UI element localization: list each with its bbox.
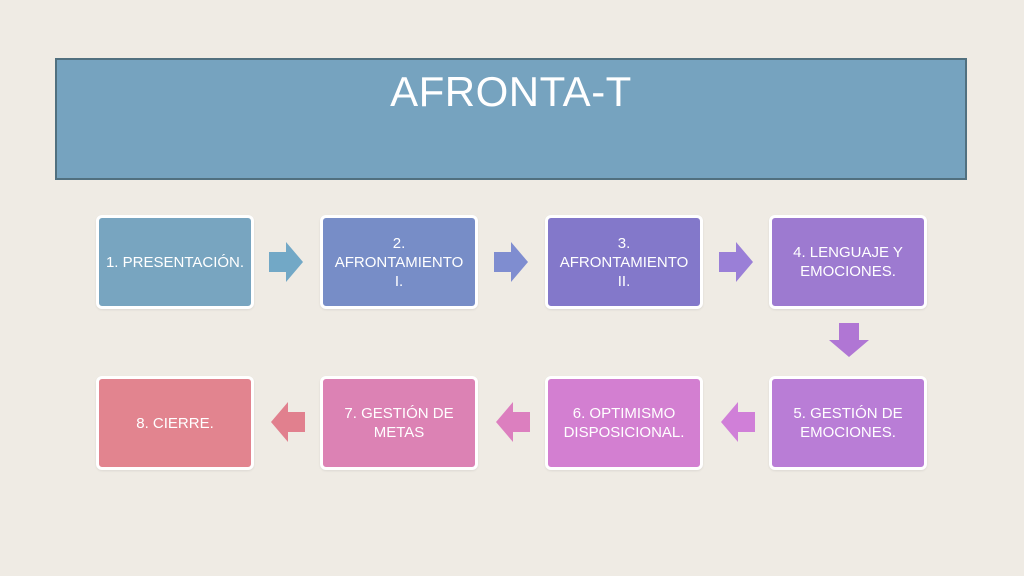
arrow-right-icon (269, 242, 303, 282)
step-8-box: 8. CIERRE. (96, 376, 254, 470)
step-6-label: 6. OPTIMISMO DISPOSICIONAL. (563, 405, 685, 441)
step-2-box: 2. AFRONTAMIENTO I. (320, 215, 478, 309)
arrow-left-icon (496, 402, 530, 442)
step-3-box: 3. AFRONTAMIENTO II. (545, 215, 703, 309)
step-1-label: 1. PRESENTACIÓN. (105, 253, 245, 271)
step-1-box: 1. PRESENTACIÓN. (96, 215, 254, 309)
arrow-left-icon (271, 402, 305, 442)
title-banner: AFRONTA-T (55, 58, 967, 180)
arrow-right-icon (494, 242, 528, 282)
step-5-box: 5. GESTIÓN DE EMOCIONES. (769, 376, 927, 470)
step-5-label: 5. GESTIÓN DE EMOCIONES. (793, 405, 903, 441)
step-4-box: 4. LENGUAJE Y EMOCIONES. (769, 215, 927, 309)
step-7-box: 7. GESTIÓN DE METAS (320, 376, 478, 470)
step-3-label: 3. AFRONTAMIENTO II. (559, 234, 689, 290)
step-2-label: 2. AFRONTAMIENTO I. (334, 234, 464, 290)
arrow-left-icon (721, 402, 755, 442)
step-8-label: 8. CIERRE. (136, 414, 214, 432)
step-4-label: 4. LENGUAJE Y EMOCIONES. (793, 244, 903, 280)
step-6-box: 6. OPTIMISMO DISPOSICIONAL. (545, 376, 703, 470)
arrow-right-icon (719, 242, 753, 282)
page-title: AFRONTA-T (390, 68, 632, 115)
step-7-label: 7. GESTIÓN DE METAS (344, 405, 454, 441)
arrow-down-icon (829, 323, 869, 357)
